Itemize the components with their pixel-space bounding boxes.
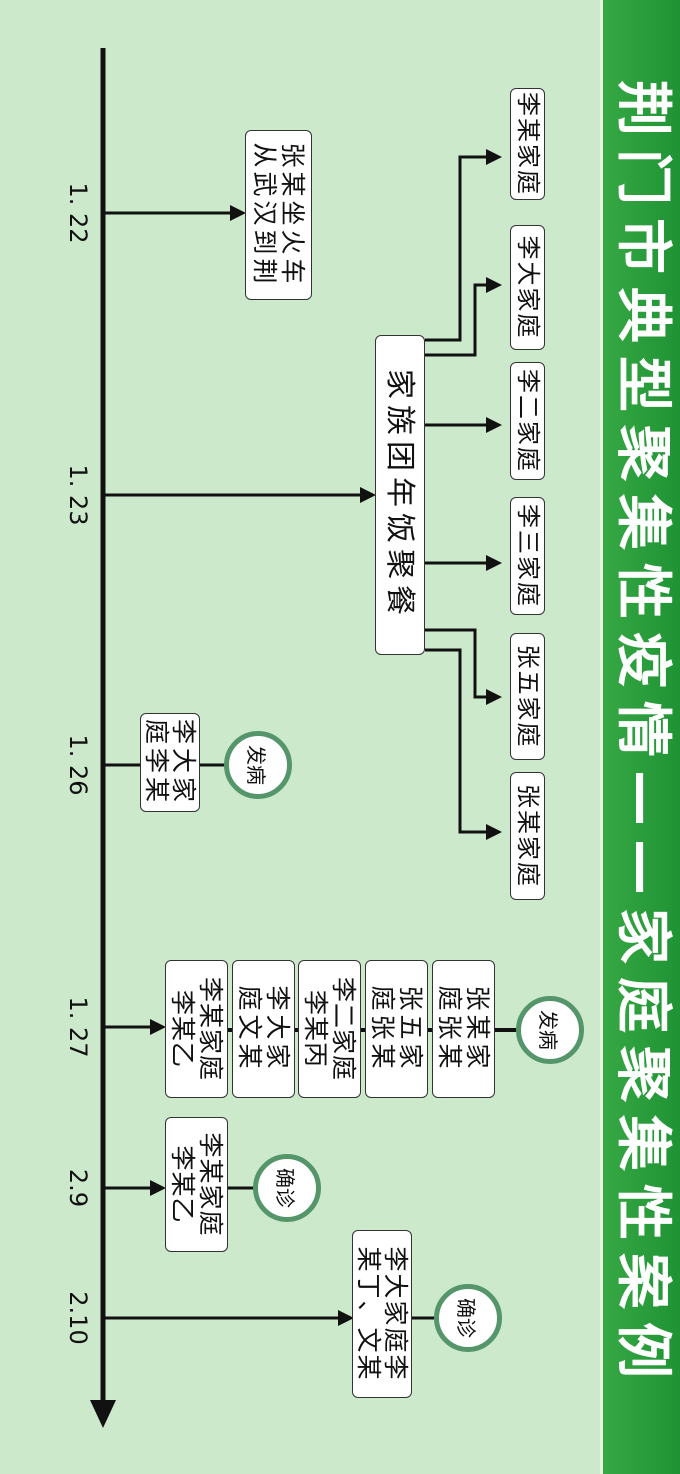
arrowhead bbox=[486, 689, 502, 705]
box-line: 李某家庭 bbox=[196, 976, 225, 1081]
box-line: 李大家庭李 bbox=[381, 1246, 411, 1382]
arrowhead bbox=[486, 555, 502, 571]
event-box-2-9: 李某家庭 李某乙 bbox=[165, 1117, 228, 1252]
event-box-2-10: 李大家庭李 某丁、文某 bbox=[352, 1230, 412, 1398]
box-line: 李三家庭 bbox=[513, 504, 542, 608]
family-box: 李大家庭 bbox=[510, 225, 545, 350]
arrowhead bbox=[486, 277, 502, 293]
family-box: 张五家庭 bbox=[510, 633, 545, 760]
box-line: 张五家庭 bbox=[513, 644, 542, 749]
case-box: 李某家庭 李某乙 bbox=[165, 960, 228, 1098]
status-label: 确诊 bbox=[454, 1298, 479, 1338]
box-line: 李某乙 bbox=[168, 989, 198, 1068]
status-label: 确诊 bbox=[273, 1168, 298, 1208]
box-line: 张某坐火车 bbox=[278, 142, 307, 288]
box-line: 庭文某 bbox=[235, 985, 265, 1073]
status-circle-confirmed: 确诊 bbox=[253, 1154, 321, 1222]
box-line: 李大家庭 bbox=[513, 235, 542, 340]
box-line: 李二家庭 bbox=[329, 976, 358, 1081]
box-line: 李大家 bbox=[263, 985, 292, 1073]
event-box-1-22: 张某坐火车 从武汉到荆 bbox=[245, 130, 312, 300]
family-box: 李二家庭 bbox=[510, 362, 545, 480]
box-line: 张五家 bbox=[396, 985, 425, 1073]
case-box: 张某家 庭张某 bbox=[432, 960, 495, 1098]
event-box-1-23: 家族团年饭聚餐 bbox=[375, 335, 425, 655]
arrowhead bbox=[486, 149, 502, 165]
box-line: 李二家庭 bbox=[513, 369, 542, 473]
date-label: 2.10 bbox=[64, 1291, 92, 1345]
branch-zhang-mou bbox=[425, 648, 488, 834]
case-box: 李大家 庭文某 bbox=[232, 960, 295, 1098]
box-line: 从武汉到荆 bbox=[250, 142, 280, 288]
date-label: 1. 22 bbox=[64, 182, 92, 244]
timeline-arrowhead bbox=[90, 1400, 116, 1428]
arrowhead bbox=[486, 417, 502, 433]
case-box: 李二家庭 李某丙 bbox=[298, 960, 361, 1098]
date-label: 1. 27 bbox=[64, 996, 92, 1058]
box-line: 李某家庭 bbox=[196, 1132, 225, 1237]
date-label: 1. 23 bbox=[64, 464, 92, 526]
arrowhead bbox=[230, 205, 246, 221]
branch-li-da bbox=[425, 283, 488, 357]
arrowhead bbox=[150, 1019, 166, 1035]
family-box: 李三家庭 bbox=[510, 497, 545, 615]
box-line: 张某家 bbox=[463, 985, 492, 1073]
status-label: 发病 bbox=[536, 1010, 561, 1050]
box-line: 庭张某 bbox=[435, 985, 465, 1073]
arrowhead bbox=[150, 1180, 166, 1196]
box-line: 张某家庭 bbox=[513, 784, 542, 888]
branch-li-mou bbox=[425, 155, 488, 342]
status-circle-onset: 发病 bbox=[516, 996, 584, 1064]
box-line: 庭张某 bbox=[368, 985, 398, 1073]
family-box: 李某家庭 bbox=[510, 88, 545, 200]
box-line: 家族团年饭聚餐 bbox=[382, 369, 418, 621]
box-line: 庭李某 bbox=[142, 718, 171, 806]
box-line: 李某乙 bbox=[168, 1145, 198, 1224]
box-line: 李某家庭 bbox=[513, 92, 542, 196]
arrowhead bbox=[360, 487, 376, 503]
box-line: 某丁、文某 bbox=[354, 1246, 383, 1382]
status-circle-onset: 发病 bbox=[224, 731, 292, 799]
date-label: 2.9 bbox=[64, 1168, 92, 1208]
family-box: 张某家庭 bbox=[510, 772, 545, 900]
arrowhead bbox=[338, 1310, 354, 1326]
arrowhead bbox=[486, 824, 502, 840]
box-line: 李某丙 bbox=[301, 989, 331, 1068]
event-box-1-26: 李大家 庭李某 bbox=[140, 713, 200, 812]
status-label: 发病 bbox=[244, 745, 269, 785]
date-label: 1. 26 bbox=[64, 734, 92, 796]
box-line: 李大家 bbox=[169, 718, 199, 806]
status-circle-confirmed: 确诊 bbox=[434, 1284, 502, 1352]
case-box: 张五家 庭张某 bbox=[365, 960, 428, 1098]
branch-zhang-wu bbox=[425, 628, 488, 699]
